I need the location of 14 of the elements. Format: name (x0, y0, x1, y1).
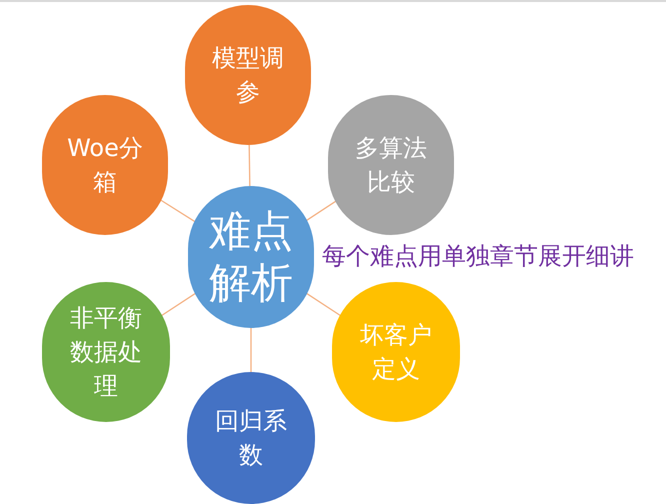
topic-text: 难点解析 (208, 205, 294, 309)
connector-line (248, 145, 250, 186)
connector-line (305, 200, 338, 222)
topic-text: 回归系数 (214, 406, 288, 471)
connector-line (250, 328, 252, 372)
topic-text: 坏客户定义 (359, 320, 433, 385)
connector-line (159, 198, 196, 223)
topic-text: 模型调参 (211, 43, 285, 108)
annotation-text: 每个难点用单独章节展开细讲 (322, 241, 634, 272)
connector-line (305, 292, 342, 317)
topic-text: 非平衡数据处理 (69, 303, 143, 402)
topic-text: 多算法比较 (354, 133, 428, 198)
connector-line (160, 292, 197, 317)
topic-text: Woe分箱 (66, 133, 144, 198)
